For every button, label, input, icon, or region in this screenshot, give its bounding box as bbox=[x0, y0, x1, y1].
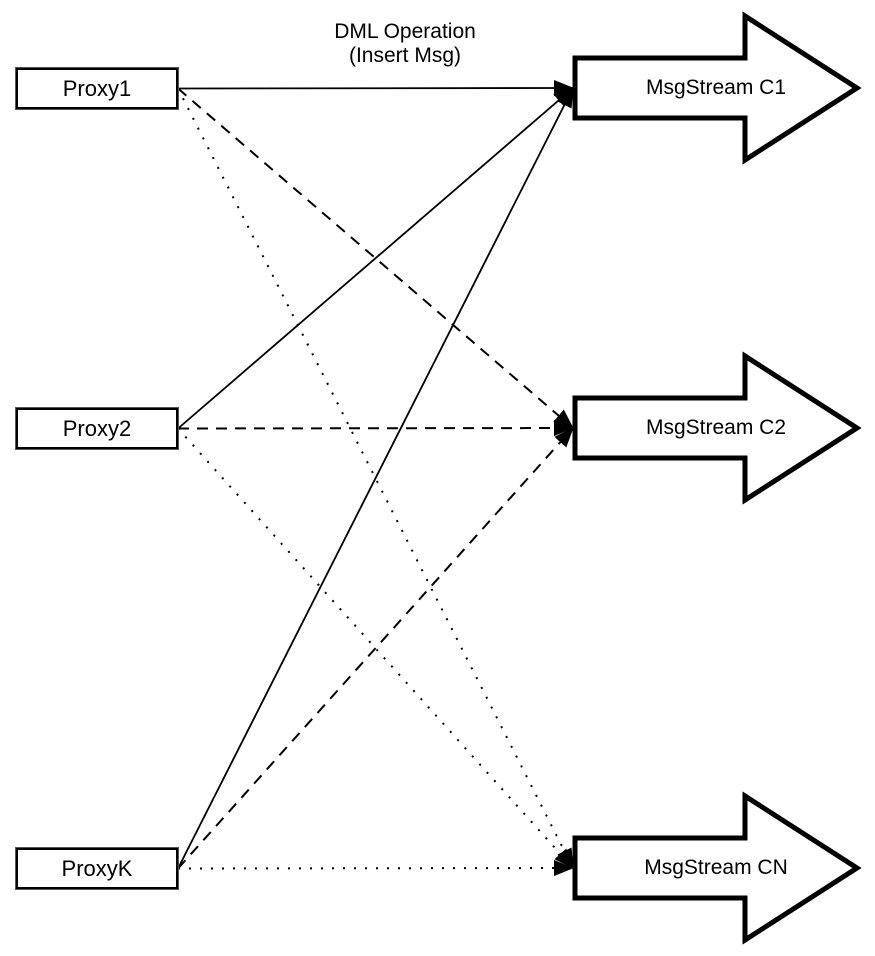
msgstream-cn-arrow-shape bbox=[572, 791, 862, 945]
proxy1-node: Proxy1 bbox=[15, 67, 179, 110]
edge-proxy2-to-c1-solid bbox=[177, 87, 574, 430]
edge-proxy1-to-c2-dashed bbox=[177, 87, 574, 429]
proxyk-label: ProxyK bbox=[61, 855, 133, 881]
edge-proxyk-to-c2-dashed bbox=[177, 427, 574, 870]
title-line-1: DML Operation bbox=[334, 20, 476, 43]
title-line-2: (Insert Msg) bbox=[348, 44, 461, 67]
edge-proxy2-to-c2-dashed bbox=[177, 420, 574, 437]
edge-proxyk-to-c1-solid bbox=[177, 87, 574, 869]
edge-proxyk-to-cn-dotted bbox=[177, 860, 574, 877]
proxy2-node: Proxy2 bbox=[15, 407, 179, 450]
msgstream-c1-arrow-shape bbox=[572, 11, 862, 165]
proxy1-label: Proxy1 bbox=[62, 75, 132, 101]
proxyk-node: ProxyK bbox=[15, 847, 179, 890]
edge-proxy1-to-c1-solid bbox=[177, 80, 574, 97]
msgstream-c2-arrow-shape bbox=[572, 351, 862, 505]
proxy2-label: Proxy2 bbox=[62, 415, 132, 441]
diagram-title: DML Operation (Insert Msg) bbox=[255, 20, 555, 68]
